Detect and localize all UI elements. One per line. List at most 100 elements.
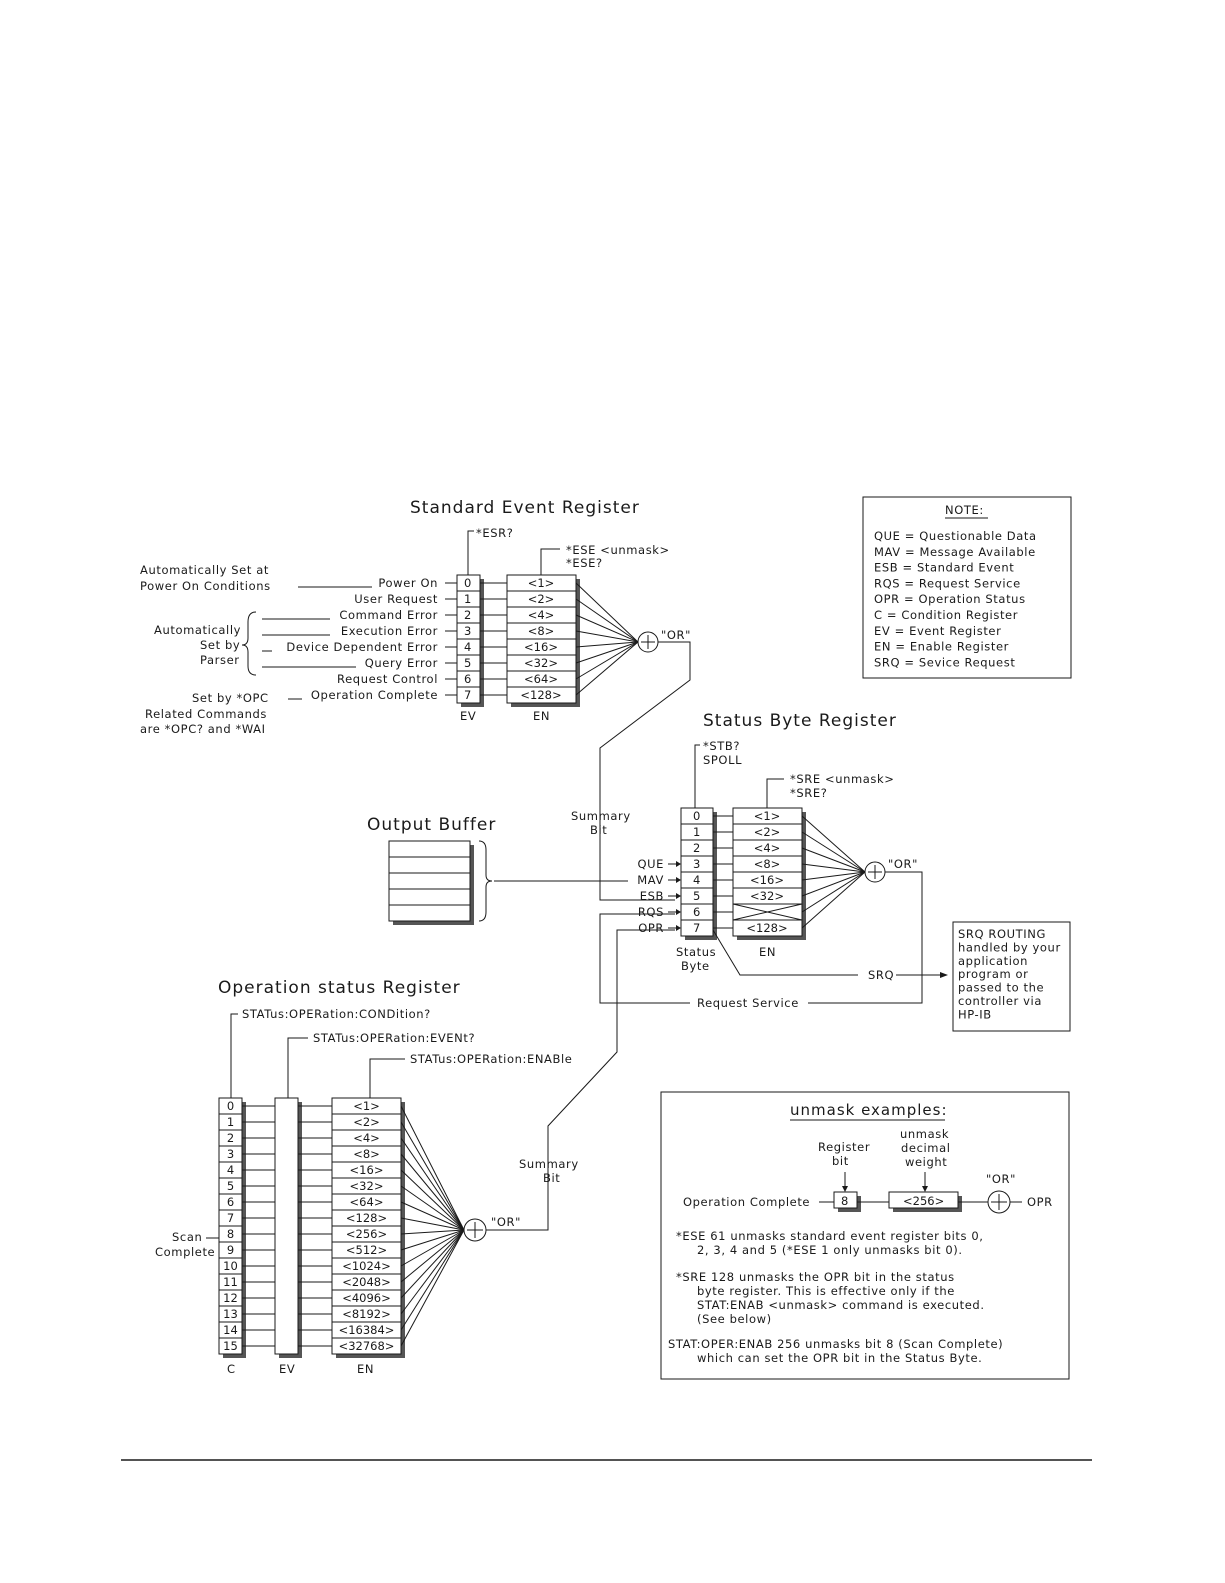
- ser-enable-value: <4>: [528, 608, 555, 622]
- osr-enable-value: <2>: [353, 1115, 380, 1129]
- osr-summary-bit-label-1: Summary: [519, 1157, 579, 1171]
- note-line: OPR = Operation Status: [874, 592, 1026, 606]
- weight-label-3: weight: [905, 1155, 947, 1169]
- ese-query: *ESE?: [566, 556, 603, 570]
- ser-bit-label: Command Error: [339, 608, 438, 622]
- sbr-bit-number: 6: [693, 905, 700, 919]
- srq-routing-line: controller via: [958, 994, 1042, 1008]
- status-byte-register: Status Byte Register *STB? SPOLL *SRE <u…: [571, 711, 1071, 1032]
- auto-power-note-2: Power On Conditions: [140, 579, 271, 593]
- ser-bit-label: Request Control: [337, 672, 438, 686]
- status-byte-register-title: Status Byte Register: [703, 711, 897, 731]
- osr-summary-bit-label-2: Bit: [543, 1171, 560, 1185]
- sbr-bit-number: 7: [693, 921, 700, 935]
- sbr-side-label: OPR: [638, 921, 664, 935]
- osr-bit-number: 5: [227, 1179, 234, 1193]
- osr-enable-value: <512>: [346, 1243, 387, 1257]
- request-service-line: [599, 913, 690, 1004]
- output-buffer-title: Output Buffer: [367, 815, 496, 835]
- scan-complete-label-1: Scan: [172, 1230, 202, 1244]
- ese-leader-line: [540, 548, 560, 575]
- sbr-bit-number: 4: [693, 873, 700, 887]
- opc-note-2: Related Commands: [145, 707, 267, 721]
- osr-en-to-or: [400, 1229, 465, 1251]
- srq-label: SRQ: [868, 968, 894, 982]
- sbr-en-to-or: [801, 863, 866, 873]
- sbr-en-label: EN: [759, 945, 776, 959]
- weight-label-2: decimal: [901, 1141, 951, 1155]
- output-buffer-stack: [388, 840, 471, 922]
- oper-enable-leader: [369, 1058, 405, 1098]
- sbr-en-to-or: [801, 871, 866, 881]
- sbr-en-to-or: [801, 831, 866, 873]
- osr-enable-value: <64>: [350, 1195, 384, 1209]
- osr-enable-value: <16384>: [339, 1323, 395, 1337]
- sbr-en-to-or: [801, 871, 866, 897]
- ser-rows: 0<1>Power On1<2>User Request2<4>Command …: [286, 576, 639, 702]
- note-line: RQS = Request Service: [874, 576, 1021, 590]
- register-bit-label-2: bit: [832, 1154, 849, 1168]
- sbr-side-label: QUE: [637, 857, 664, 871]
- osr-bit-number: 12: [223, 1291, 238, 1305]
- osr-enable-value: <128>: [346, 1211, 387, 1225]
- ser-en-to-or: [575, 641, 639, 680]
- ex3-line-1: STAT:OPER:ENAB 256 unmasks bit 8 (Scan C…: [668, 1337, 1003, 1351]
- sbr-side-label: RQS: [638, 905, 664, 919]
- oper-event-query: STATus:OPERation:EVENt?: [313, 1031, 475, 1045]
- osr-bit-number: 4: [227, 1163, 234, 1177]
- sbr-enable-value: <128>: [746, 921, 787, 935]
- register-bit-label-1: Register: [818, 1140, 870, 1154]
- scan-complete-label-2: Complete: [155, 1245, 215, 1259]
- operation-status-register: Operation status Register STATus:OPERati…: [155, 929, 675, 1376]
- sbr-enable-value: <1>: [754, 809, 781, 823]
- esr-query: *ESR?: [476, 526, 513, 540]
- ser-en-to-or: [575, 641, 639, 696]
- sbr-bit-number: 2: [693, 841, 700, 855]
- oper-event-leader: [287, 1037, 308, 1098]
- osr-bit-number: 15: [223, 1339, 238, 1353]
- auto-power-note-1: Automatically Set at: [140, 563, 269, 577]
- osr-en-to-or: [400, 1137, 465, 1231]
- note-line: C = Condition Register: [874, 608, 1018, 622]
- note-title: NOTE:: [945, 503, 984, 517]
- unmask-title: unmask examples:: [790, 1101, 948, 1119]
- output-buffer: Output Buffer: [367, 815, 628, 925]
- note-frame: [862, 496, 1072, 679]
- unmask-or-label: "OR": [986, 1172, 1016, 1186]
- ser-en-to-or: [575, 598, 639, 643]
- sbr-bit-number: 0: [693, 809, 700, 823]
- note-line: QUE = Questionable Data: [874, 529, 1037, 543]
- note-line: EV = Event Register: [874, 624, 1001, 638]
- ser-bit-number: 4: [464, 640, 471, 654]
- osr-en-label: EN: [357, 1362, 374, 1376]
- osr-en-to-or: [400, 1229, 465, 1267]
- sbr-side-arrowhead: [676, 909, 681, 915]
- sbr-enable-value: <32>: [750, 889, 784, 903]
- ser-summary-bit-label-1: Summary: [571, 809, 631, 823]
- srq-routing-line: program or: [958, 967, 1029, 981]
- osr-bit-number: 6: [227, 1195, 234, 1209]
- sbr-rows: 0<1>1<2>2<4>3<8>QUE4<16>MAV5<32>ESB6RQS7…: [637, 809, 866, 935]
- opc-note-1: Set by *OPC: [192, 691, 269, 705]
- oper-enable-command: STATus:OPERation:ENABle: [410, 1052, 572, 1066]
- osr-bit-number: 0: [227, 1099, 234, 1113]
- osr-bit-number: 14: [223, 1323, 238, 1337]
- ser-enable-value: <1>: [528, 576, 555, 590]
- sbr-bit6-cross-b: [732, 903, 803, 921]
- sbr-side-arrowhead: [676, 893, 681, 899]
- osr-en-to-or: [400, 1153, 465, 1231]
- ser-bit-number: 0: [464, 576, 471, 590]
- unmask-weight-value: <256>: [903, 1194, 944, 1208]
- osr-bit-number: 2: [227, 1131, 234, 1145]
- sbr-bit-number: 1: [693, 825, 700, 839]
- ser-bit-label: Device Dependent Error: [286, 640, 438, 654]
- ser-en-to-or: [575, 641, 639, 664]
- sbr-status-label-1: Status: [676, 945, 716, 959]
- auto-parser-note-2: Set by: [200, 638, 240, 652]
- ser-en-to-or: [575, 630, 639, 643]
- note-line: EN = Enable Register: [874, 640, 1009, 654]
- srq-routing-line: SRQ ROUTING: [958, 927, 1046, 941]
- sbr-side-arrowhead: [676, 877, 681, 883]
